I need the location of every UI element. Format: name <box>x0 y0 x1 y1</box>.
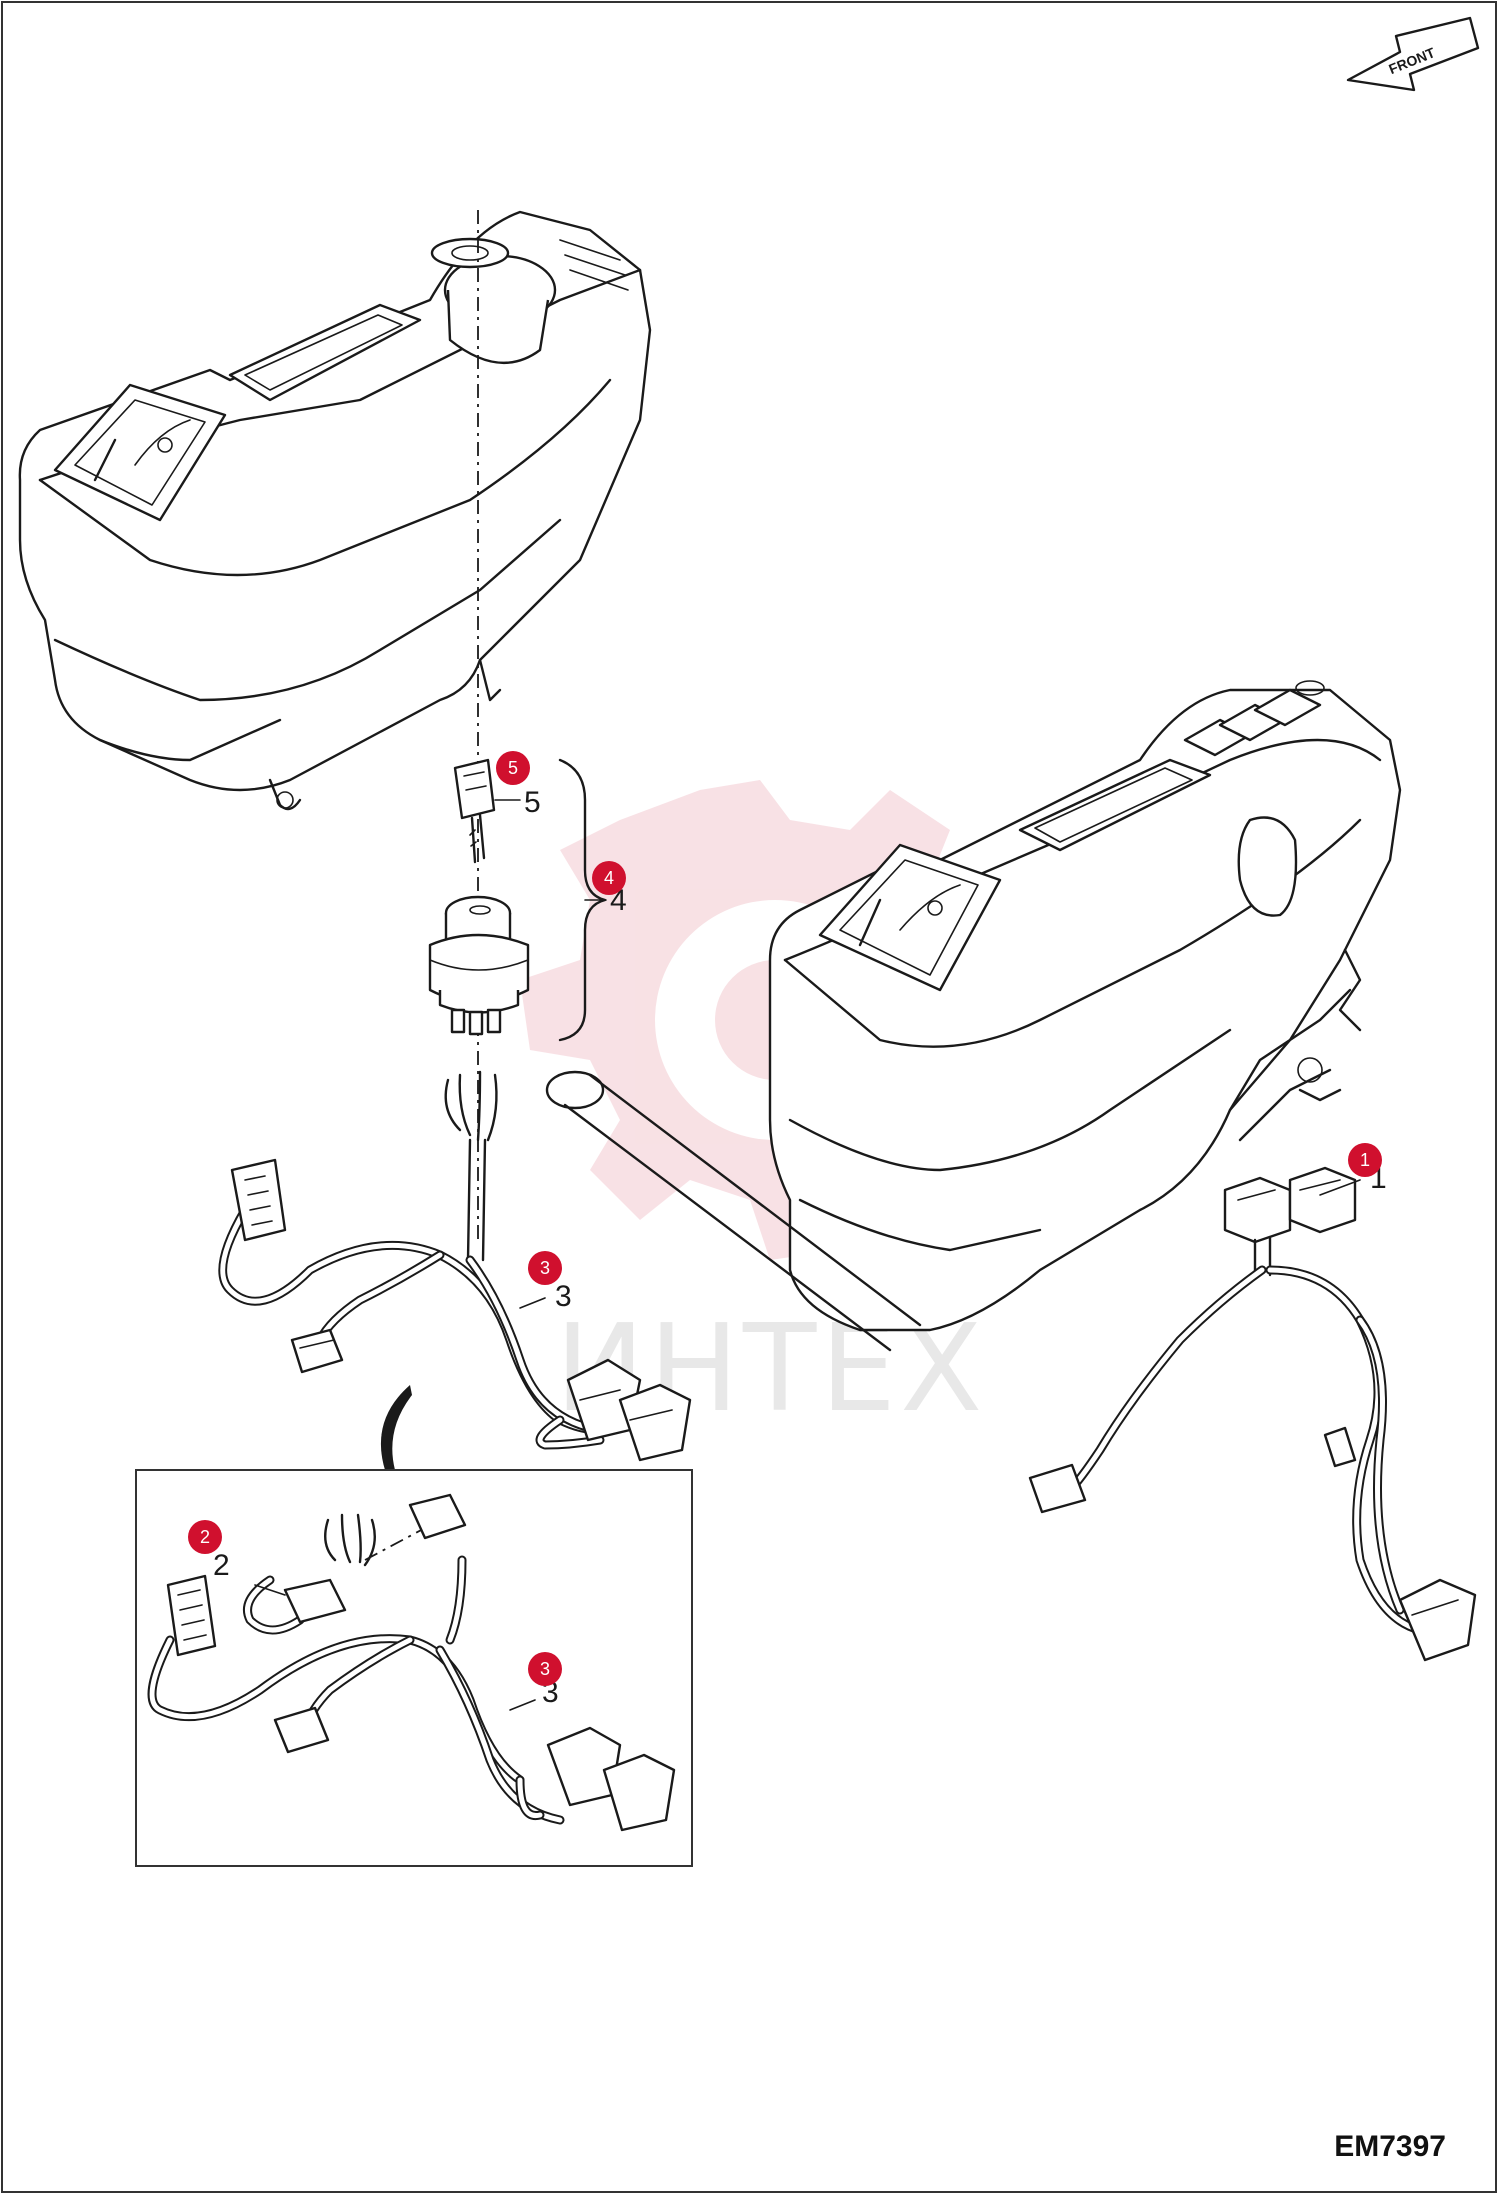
console-upper-left <box>18 210 652 811</box>
svg-text:3: 3 <box>540 1659 550 1679</box>
figure-code: EM7397 <box>1334 2130 1446 2163</box>
callout-badge-1[interactable]: 1 <box>1348 1143 1382 1177</box>
callout-badge-4[interactable]: 4 <box>592 861 626 895</box>
callout-badge-3b[interactable]: 3 <box>528 1652 562 1686</box>
switch-plug <box>444 1070 498 1262</box>
svg-text:2: 2 <box>200 1527 210 1547</box>
wire-harness-detail <box>147 1493 676 1832</box>
callout-badge-5[interactable]: 5 <box>496 751 530 785</box>
detail-arrow <box>380 1385 412 1470</box>
callout-badge-2[interactable]: 2 <box>188 1520 222 1554</box>
svg-text:4: 4 <box>604 868 614 888</box>
wire-harness-upper <box>218 1158 692 1462</box>
pipe <box>545 1070 922 1352</box>
svg-text:1: 1 <box>1360 1150 1370 1170</box>
wire-harness-right <box>1028 1265 1477 1662</box>
front-direction-arrow: FRONT <box>1346 16 1480 92</box>
svg-text:5: 5 <box>508 758 518 778</box>
ignition-key <box>453 758 496 864</box>
ignition-switch <box>428 895 530 1036</box>
connector-block-1 <box>1223 1166 1357 1277</box>
callout-badge-3a[interactable]: 3 <box>528 1251 562 1285</box>
detail-inset-frame <box>135 1469 693 1867</box>
callout-number-2: 2 <box>213 1549 230 1582</box>
svg-text:3: 3 <box>540 1258 550 1278</box>
callout-number-3a: 3 <box>555 1280 572 1313</box>
callout-number-5: 5 <box>524 786 541 819</box>
leader-lines <box>254 799 1361 1711</box>
console-right <box>768 680 1402 1332</box>
